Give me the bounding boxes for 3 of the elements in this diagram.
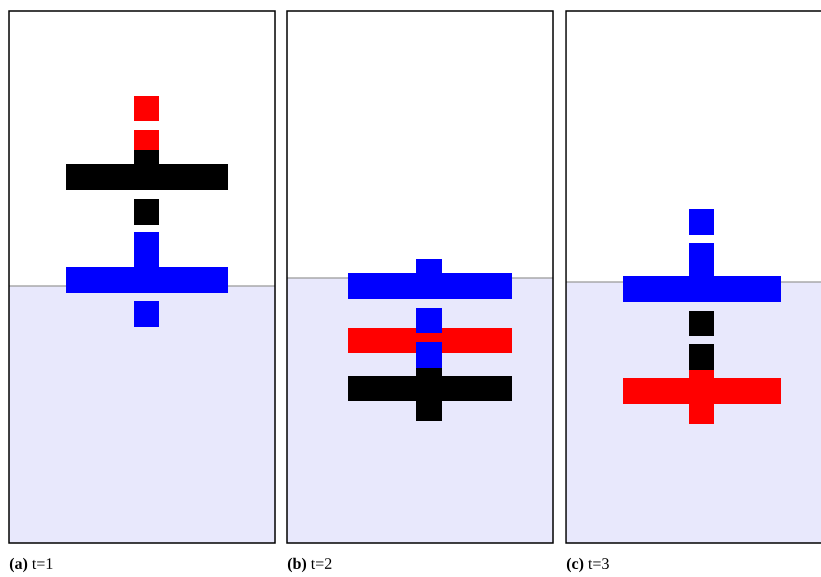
caption: (c) t=3: [566, 558, 609, 572]
caption: (b) t=2: [288, 558, 332, 572]
caption: (a) t=1: [10, 558, 52, 572]
